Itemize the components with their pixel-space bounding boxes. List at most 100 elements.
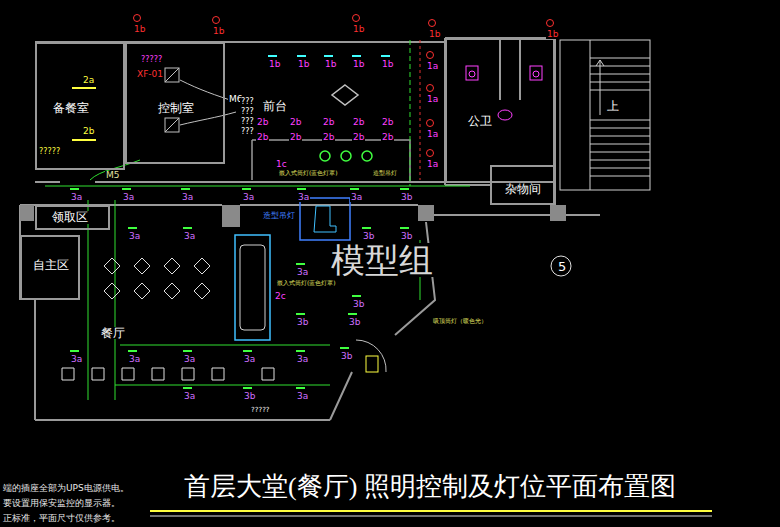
callout-label: 1c [275, 160, 288, 169]
lamp-symbol [183, 227, 192, 229]
serving-counter-part [240, 245, 265, 330]
front-counter-part [341, 151, 351, 161]
callout-label: 3a [183, 392, 196, 401]
callout-label: 1b [297, 60, 310, 69]
callout-label: 3a [296, 268, 309, 277]
callout-label: 1b [381, 60, 394, 69]
lamp-symbol [70, 350, 79, 352]
callout-label: 3b [348, 318, 361, 327]
callout-label: ??? [240, 98, 255, 106]
front-counter-part [252, 140, 410, 182]
callout-label: 1b [212, 27, 225, 36]
entrance-door-part [356, 340, 386, 372]
room-name: 备餐室 [52, 102, 90, 115]
callout-label: 1b [268, 60, 281, 69]
columns-part [418, 205, 434, 221]
room-outline: 领取区 [35, 205, 110, 230]
area-name: 上 [606, 100, 620, 112]
sanitary-fixtures-part [466, 66, 478, 80]
switch-symbol [134, 15, 141, 22]
area-name: 前台 [262, 100, 288, 112]
lamp-symbol [128, 350, 137, 352]
lamp-symbol [352, 55, 361, 57]
lamp-symbol [122, 188, 131, 190]
callout-label: 3a [183, 232, 196, 241]
control-panels-part [165, 118, 179, 132]
callout-label: 2c [274, 292, 287, 301]
front-counter [252, 85, 410, 182]
callout-label: 1a [426, 130, 439, 139]
room-outline: 杂物间 [490, 165, 555, 205]
callout-label: 3b [296, 318, 309, 327]
entrance-door [356, 340, 386, 372]
callout-label: ??? [240, 108, 255, 116]
callout-label: 3a [181, 193, 194, 202]
callout-label: 3a [128, 355, 141, 364]
title-underline [150, 511, 712, 516]
stairs-part [590, 58, 650, 176]
columns-part [222, 205, 240, 227]
lamp-symbol [181, 188, 190, 190]
walls [20, 38, 600, 420]
lamp-symbol [268, 55, 277, 57]
callout-label: 1b [428, 30, 441, 39]
dining-tables [62, 258, 274, 380]
control-panels-part [165, 68, 179, 82]
callout-label: 2b [352, 118, 365, 127]
area-name: 餐厅 [100, 327, 126, 339]
sanitary-fixtures-part [498, 110, 512, 120]
sanitary-fixtures-part [530, 66, 542, 80]
lighting-wires-part [420, 40, 421, 180]
callout-label: 正标准，平面尺寸仅供参考。 [2, 514, 121, 523]
drawing-title: 首层大堂(餐厅) 照明控制及灯位平面布置图 [140, 473, 720, 502]
room-name: 控制室 [157, 102, 195, 115]
switch-symbol [213, 17, 220, 24]
lighting-wires-part [45, 186, 470, 187]
dining-tables-part [62, 368, 274, 380]
light-fixtures [70, 15, 554, 390]
sanitary-fixtures-part [469, 71, 475, 77]
room-name: 杂物间 [504, 183, 542, 196]
callout-label: 2b [289, 133, 302, 142]
area-name: 5 [557, 260, 567, 273]
switch-symbol [427, 150, 434, 157]
callout-label: 2b [82, 127, 95, 136]
lamp-symbol [128, 227, 137, 229]
callout-label: 2b [322, 133, 335, 142]
lamp-symbol [350, 188, 359, 190]
callout-label: 2b [256, 133, 269, 142]
lamp-symbol [183, 387, 192, 389]
callout-label: 3b [340, 352, 353, 361]
room-name: 领取区 [51, 211, 89, 224]
lamp-symbol [243, 350, 252, 352]
dining-tables-part [104, 258, 210, 274]
callout-label: 3a [296, 355, 309, 364]
switch-symbol [429, 20, 436, 27]
dining-tables-part [104, 283, 210, 299]
front-counter-part [320, 151, 330, 161]
callout-label: 1b [352, 25, 365, 34]
callout-label: ??? [240, 118, 255, 126]
stairs-part [560, 40, 650, 190]
callout-label: 3a [243, 355, 256, 364]
room-name: 自主区 [32, 259, 70, 272]
callout-label: 3a [70, 355, 83, 364]
lamp-symbol [348, 313, 357, 315]
sanitary-fixtures [466, 66, 542, 120]
lamp-symbol [400, 227, 409, 229]
lamp-symbol [362, 227, 371, 229]
room-name: 公卫 [467, 115, 493, 128]
callout-label: 3a [297, 193, 310, 202]
title-underline-part [150, 510, 712, 512]
lamp-symbol [70, 188, 79, 190]
lighting-wires-part [88, 200, 420, 400]
front-counter-part [362, 151, 372, 161]
callout-label: ????? [140, 56, 163, 64]
lamp-symbol [297, 188, 306, 190]
columns-part [20, 205, 34, 221]
callout-label: 2b [289, 118, 302, 127]
title-underline-part [150, 516, 712, 517]
callout-label: 3b [400, 193, 413, 202]
callout-label: 1a [426, 62, 439, 71]
